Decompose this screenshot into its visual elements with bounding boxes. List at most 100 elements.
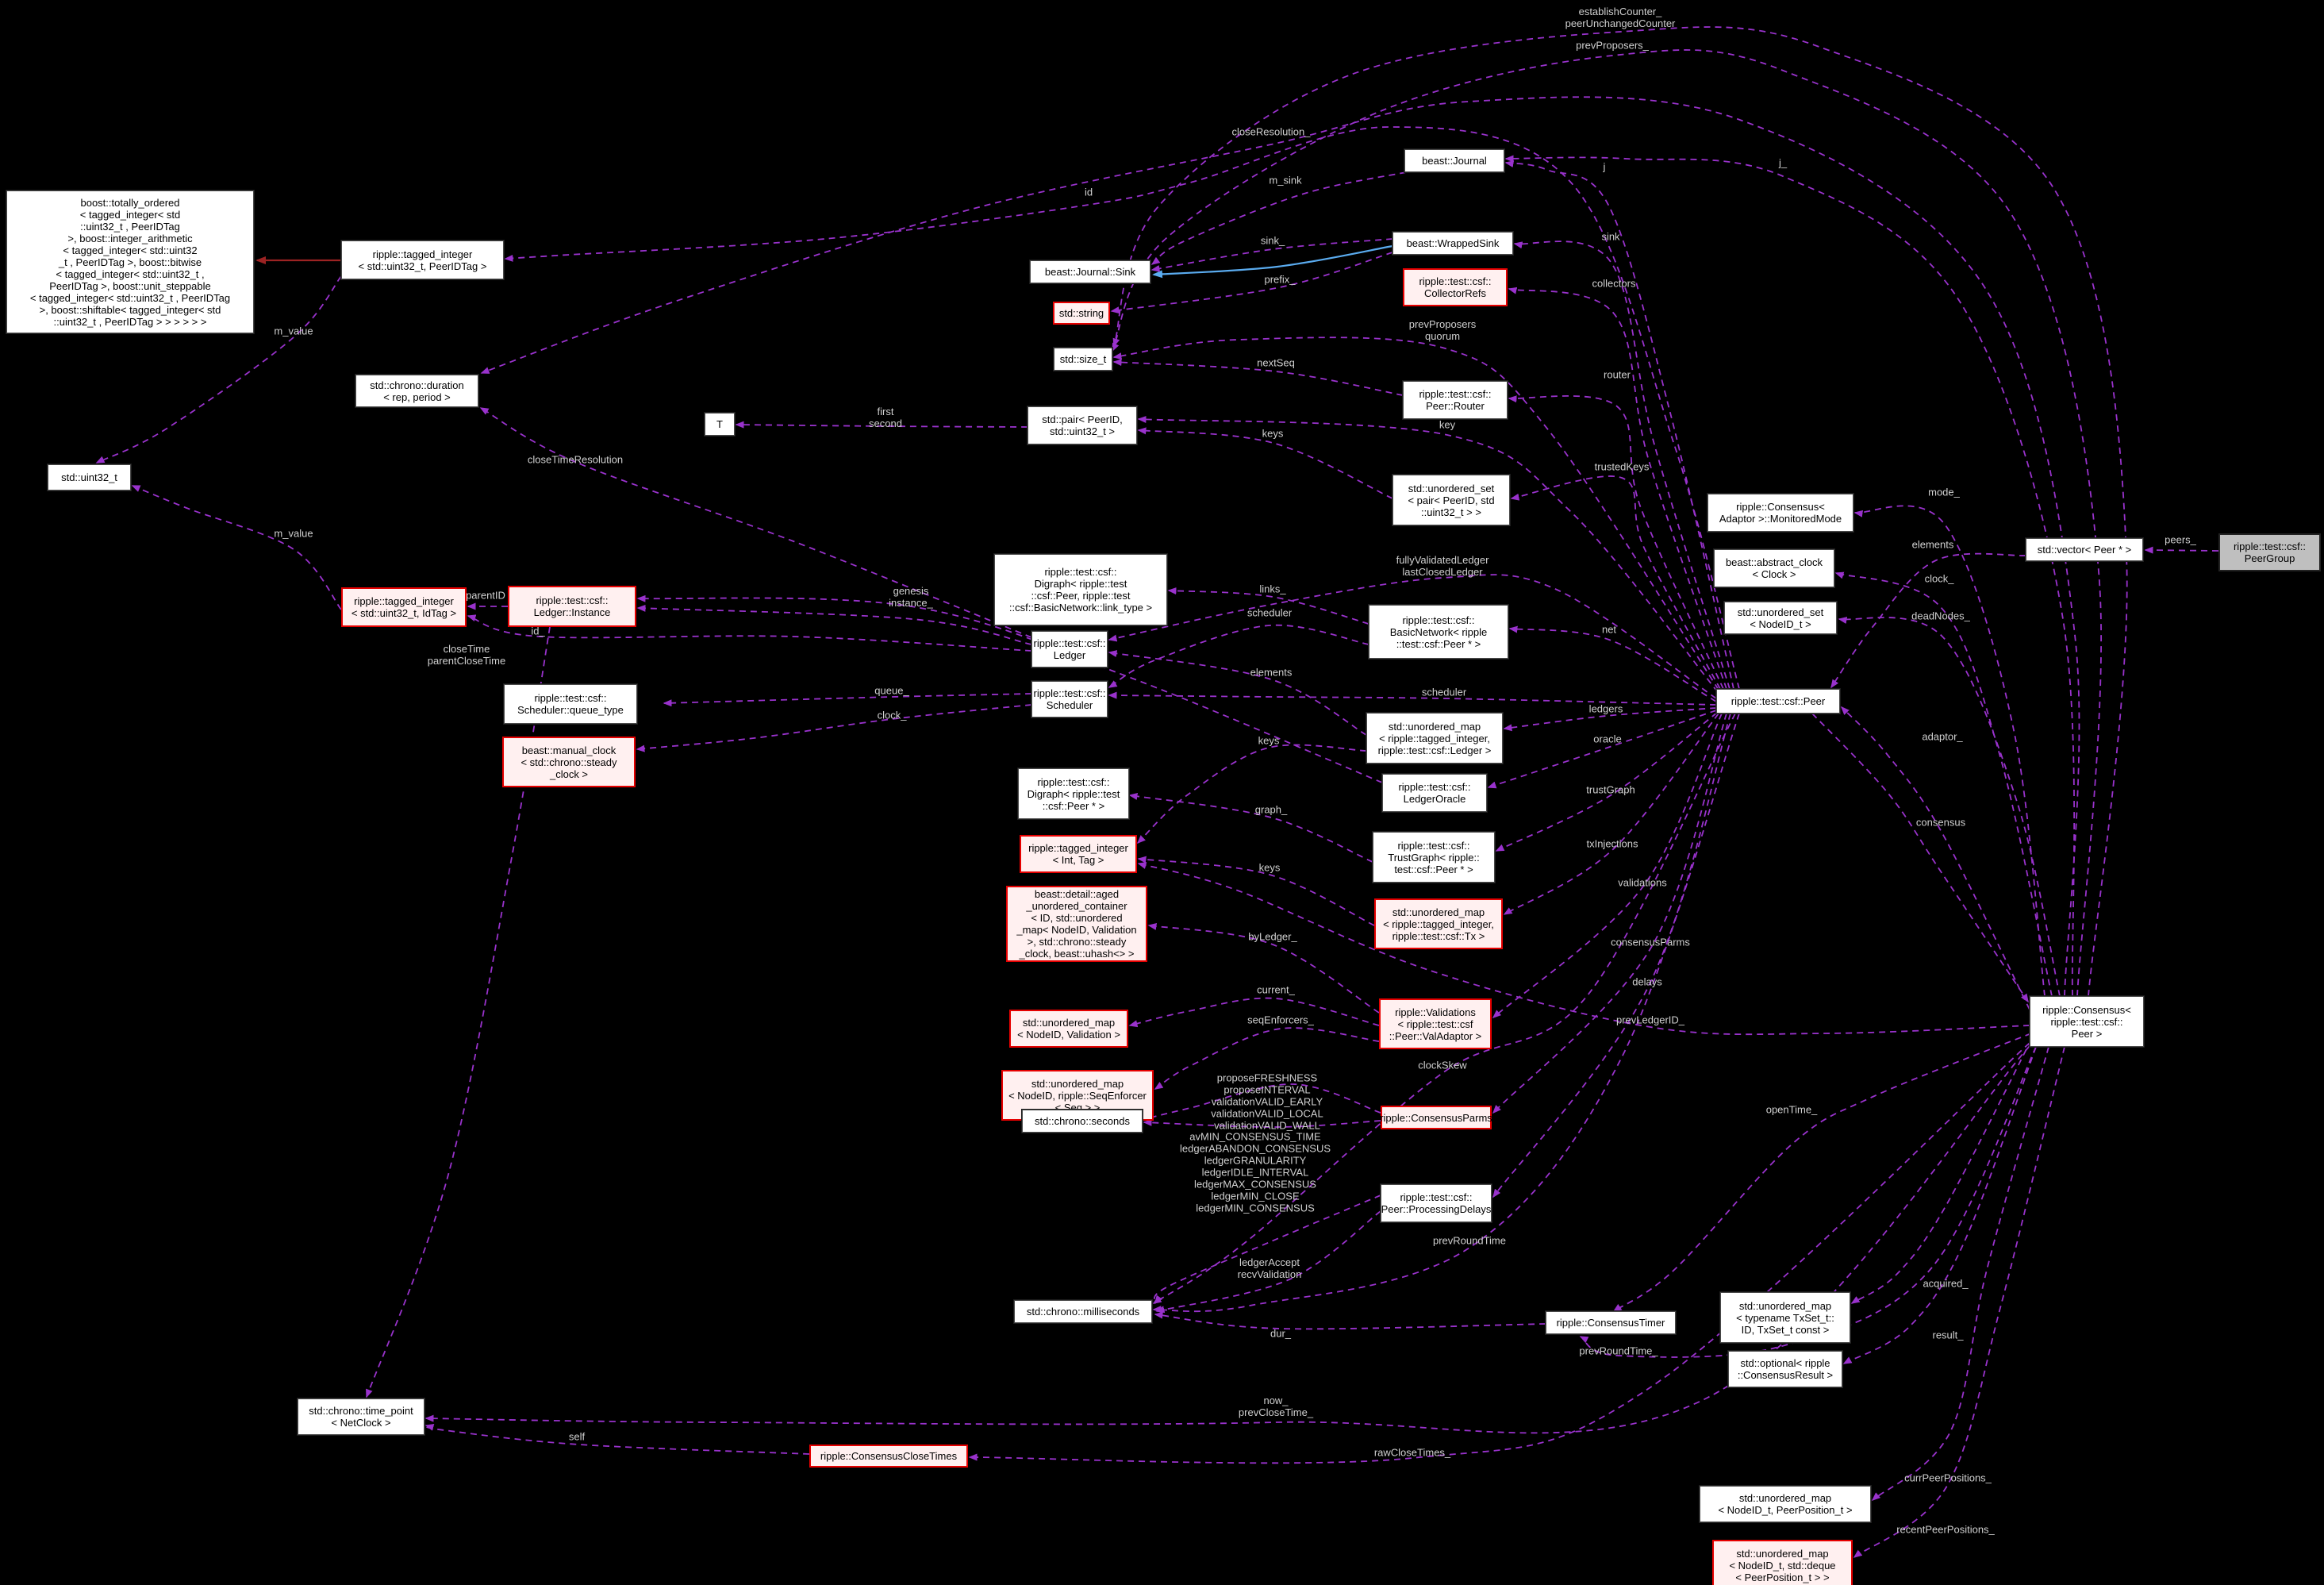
node-label-line: std::chrono::seconds xyxy=(1035,1115,1130,1127)
edge-j xyxy=(1504,160,1734,690)
edge-prevProposers xyxy=(1112,337,1719,691)
node-label-line: < Int, Tag > xyxy=(1052,854,1104,866)
node-vector-peer-star[interactable]: std::vector< Peer * > xyxy=(2026,538,2143,561)
node-chrono-duration[interactable]: std::chrono::duration< rep, period > xyxy=(355,375,478,407)
node-monitored-mode[interactable]: ripple::Consensus<Adaptor >::MonitoredMo… xyxy=(1707,494,1853,532)
node-set-nodeid[interactable]: std::unordered_set< NodeID_t > xyxy=(1724,602,1837,634)
node-label-line: beast::Journal::Sink xyxy=(1044,266,1136,278)
node-label-line: std::unordered_map xyxy=(1738,1492,1832,1504)
node-label-line: < PeerPosition_t > > xyxy=(1735,1571,1830,1583)
node-label-line: < NodeID_t, PeerPosition_t > xyxy=(1718,1504,1853,1516)
node-label-line: test::csf::Peer * > xyxy=(1394,863,1473,875)
node-consensus-close-times[interactable]: ripple::ConsensusCloseTimes xyxy=(809,1445,968,1468)
node-label-line: ::uint32_t , PeerIDTag > > > > > > xyxy=(53,315,207,328)
node-label-line: Adaptor >::MonitoredMode xyxy=(1719,513,1842,525)
node-optional-consensus-result[interactable]: std::optional< ripple::ConsensusResult > xyxy=(1728,1351,1842,1387)
node-manual-clock[interactable]: beast::manual_clock< std::chrono::steady… xyxy=(502,737,636,787)
node-consensus-peer[interactable]: ripple::Consensus<ripple::test::csf::Pee… xyxy=(2030,996,2144,1047)
node-label-line: _map< NodeID, Validation xyxy=(1016,924,1137,936)
node-map-tx[interactable]: std::unordered_map< ripple::tagged_integ… xyxy=(1374,898,1503,949)
node-collector-refs[interactable]: ripple::test::csf::CollectorRefs xyxy=(1403,268,1508,306)
node-ledger-instance[interactable]: ripple::test::csf::Ledger::Instance xyxy=(508,586,636,627)
node-tagged-integer-peeridtag[interactable]: ripple::tagged_integer< std::uint32_t, P… xyxy=(341,240,504,279)
node-chrono-seconds[interactable]: std::chrono::seconds xyxy=(1022,1110,1143,1133)
node-uint32-t[interactable]: std::uint32_t xyxy=(48,464,131,491)
node-label-line: std::chrono::duration xyxy=(370,379,464,391)
node-ledger-oracle[interactable]: ripple::test::csf::LedgerOracle xyxy=(1382,774,1487,812)
edge-byLedger- xyxy=(1147,922,1380,1014)
node-map-ledger[interactable]: std::unordered_map< ripple::tagged_integ… xyxy=(1366,713,1503,764)
node-abstract-clock[interactable]: beast::abstract_clock< Clock > xyxy=(1714,549,1834,587)
node-label-line: _t , PeerIDTag >, boost::bitwise xyxy=(58,256,202,268)
node-label-line: ripple::test::csf:: xyxy=(1402,614,1475,626)
node-trust-graph[interactable]: ripple::test::csf::TrustGraph< ripple::t… xyxy=(1373,832,1495,883)
node-tagged-integer-idtag[interactable]: ripple::tagged_integer< std::uint32_t, I… xyxy=(341,587,467,627)
node-consensus-timer[interactable]: ripple::ConsensusTimer xyxy=(1546,1311,1676,1334)
node-std-size-t[interactable]: std::size_t xyxy=(1054,348,1112,371)
edge-prevProposers- xyxy=(1112,49,2103,997)
node-wrapped-sink[interactable]: beast::WrappedSink xyxy=(1392,232,1513,255)
edge-elements xyxy=(1108,650,1367,736)
node-aged-unordered-container[interactable]: beast::detail::aged_unordered_container<… xyxy=(1006,886,1147,962)
node-basic-network[interactable]: ripple::test::csf::BasicNetwork< ripple:… xyxy=(1369,605,1508,659)
node-label-line: beast::Journal xyxy=(1422,155,1487,167)
node-label-line: beast::detail::aged xyxy=(1034,888,1120,900)
node-label-line: TrustGraph< ripple:: xyxy=(1388,851,1480,864)
node-label-line: std::size_t xyxy=(1059,353,1107,365)
node-label-line: < typename TxSet_t:: xyxy=(1736,1311,1834,1324)
node-label-line: ripple::test::csf:: xyxy=(534,692,607,704)
node-label-line: std::string xyxy=(1058,307,1104,319)
node-csf-ledger[interactable]: ripple::test::csf::Ledger xyxy=(1031,631,1108,667)
node-csf-peer[interactable]: ripple::test::csf::Peer xyxy=(1716,689,1840,714)
node-map-peer-position[interactable]: std::unordered_map< NodeID_t, PeerPositi… xyxy=(1700,1486,1871,1522)
node-label-line: ripple::test::csf:: xyxy=(536,594,609,606)
node-label-line: ripple::Consensus< xyxy=(1736,501,1825,513)
node-processing-delays[interactable]: ripple::test::csf::Peer::ProcessingDelay… xyxy=(1381,1184,1492,1222)
node-peer-group[interactable]: ripple::test::csf::PeerGroup xyxy=(2218,533,2321,571)
edge-delays xyxy=(1492,713,1731,1198)
node-map-txset[interactable]: std::unordered_map< typename TxSet_t::ID… xyxy=(1720,1292,1850,1343)
edge-trustGraph xyxy=(1495,712,1718,852)
node-label-line: std::unordered_set xyxy=(1408,482,1495,494)
node-std-string[interactable]: std::string xyxy=(1053,302,1110,325)
node-label-line: T xyxy=(716,418,723,430)
edge-closeTimeResolution xyxy=(479,407,1032,638)
node-label-line: < ripple::tagged_integer, xyxy=(1383,918,1494,930)
node-label-line: Scheduler::queue_type xyxy=(517,704,624,716)
edge-txInjections xyxy=(1503,713,1719,915)
edge-rawCloseTimes- xyxy=(968,1042,2030,1464)
node-time-point-netclock[interactable]: std::chrono::time_point< NetClock > xyxy=(298,1398,424,1435)
node-map-deque-peer-position[interactable]: std::unordered_map< NodeID_t, std::deque… xyxy=(1712,1540,1853,1585)
node-set-pair-peerid[interactable]: std::unordered_set< pair< PeerID, std::u… xyxy=(1392,475,1510,525)
edge-prevRoundTime xyxy=(1152,713,1740,1314)
edge-j- xyxy=(1504,155,2076,997)
node-label-line: std::unordered_set xyxy=(1737,606,1824,618)
node-beast-journal[interactable]: beast::Journal xyxy=(1404,149,1504,172)
node-consensus-parms[interactable]: ripple::ConsensusParms xyxy=(1380,1106,1492,1129)
node-csf-scheduler[interactable]: ripple::test::csf::Scheduler xyxy=(1031,681,1108,717)
node-label-line: std::unordered_map xyxy=(1388,720,1481,733)
edge-trustedKeys xyxy=(1510,475,1721,690)
node-chrono-milliseconds[interactable]: std::chrono::milliseconds xyxy=(1014,1300,1152,1323)
edge-consensus xyxy=(1811,713,2029,1003)
node-digraph-link-type[interactable]: ripple::test::csf::Digraph< ripple::test… xyxy=(994,554,1167,625)
node-peer-router[interactable]: ripple::test::csf::Peer::Router xyxy=(1403,381,1508,419)
node-t-box[interactable]: T xyxy=(705,413,735,436)
node-label-line: std::unordered_map xyxy=(1736,1547,1829,1560)
node-label-line: < tagged_integer< std::uint32 xyxy=(63,244,198,256)
edge-scheduler xyxy=(1108,624,1369,688)
edge-template-1 xyxy=(1152,244,1393,279)
node-scheduler-queue-type[interactable]: ripple::test::csf::Scheduler::queue_type xyxy=(504,684,637,724)
edge-closeTime xyxy=(366,626,551,1398)
node-validations[interactable]: ripple::Validations< ripple::test::csf::… xyxy=(1379,998,1492,1049)
node-map-nodeid-validation[interactable]: std::unordered_map< NodeID, Validation > xyxy=(1009,1010,1128,1048)
node-digraph-peer-star[interactable]: ripple::test::csf::Digraph< ripple::test… xyxy=(1018,768,1129,819)
node-tagged-integer-int-tag[interactable]: ripple::tagged_integer< Int, Tag > xyxy=(1020,835,1137,873)
edge-adaptor- xyxy=(1840,706,2030,1010)
node-std-pair-peerid[interactable]: std::pair< PeerID,std::uint32_t > xyxy=(1028,406,1137,444)
node-label-line: < ripple::tagged_integer, xyxy=(1379,732,1490,744)
node-boost-totally-ordered[interactable]: boost::totally_ordered< tagged_integer< … xyxy=(6,190,254,333)
node-label-line: < std::uint32_t, PeerIDTag > xyxy=(358,260,487,272)
node-journal-sink[interactable]: beast::Journal::Sink xyxy=(1030,260,1150,283)
